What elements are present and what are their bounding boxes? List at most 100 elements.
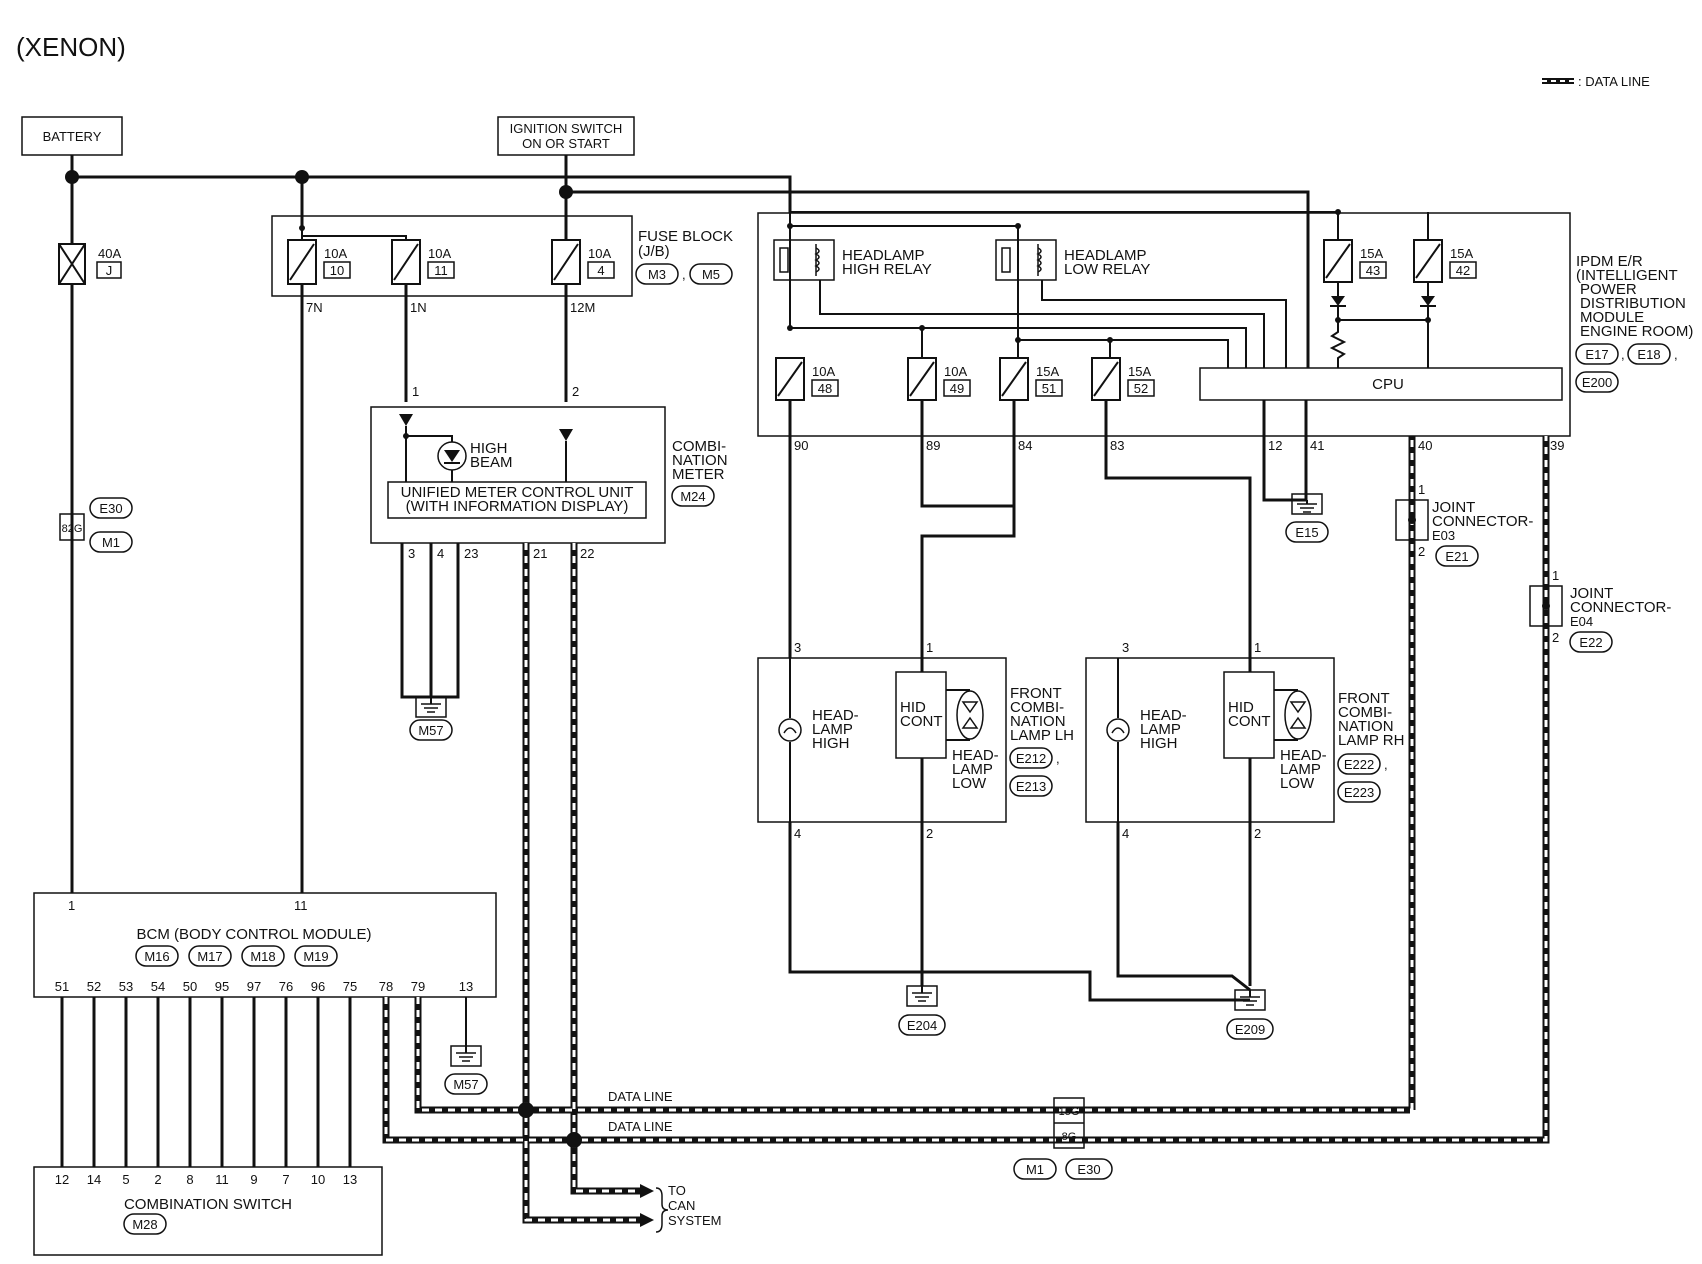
bcm-pin: 78	[379, 979, 393, 994]
ipdm-name-4: DISTRIBUTION	[1580, 295, 1686, 312]
rh-pin-1: 1	[1254, 640, 1261, 655]
lh-pin-1: 1	[926, 640, 933, 655]
connector-m28: M28	[132, 1217, 157, 1232]
lh-name-2: COMBI-	[1010, 699, 1064, 716]
joint-connector-e04-box	[1529, 585, 1563, 627]
ipdm-pin-84: 84	[1018, 438, 1032, 453]
ipdm-pin-39: 39	[1550, 438, 1564, 453]
joint-e03-label-1: JOINT	[1432, 499, 1475, 516]
ground-m57-meter: M57	[418, 723, 443, 738]
connector-e30-tag: E30	[99, 501, 122, 516]
lh-high-label-2: LAMP	[812, 721, 853, 738]
switch-pin: 13	[343, 1172, 357, 1187]
data-line-legend: : DATA LINE	[1578, 74, 1650, 89]
headlamp-low-rh-icon	[1274, 689, 1312, 741]
connector-m5: M5	[702, 267, 720, 282]
bcm-title: BCM (BODY CONTROL MODULE)	[136, 926, 371, 943]
rh-high-label-3: HIGH	[1140, 735, 1178, 752]
cpu-box	[1199, 367, 1563, 401]
fuse-10a-48	[775, 357, 805, 401]
switch-pin: 2	[154, 1172, 161, 1187]
fuse-43-amp: 15A	[1360, 246, 1383, 261]
fuse-10-amp: 10A	[324, 246, 347, 261]
lh-hid-label-1: HID	[900, 699, 926, 716]
fuse-10a-49	[907, 357, 937, 401]
pin-7n: 7N	[306, 300, 323, 315]
to-can-label-2: CAN	[668, 1198, 695, 1213]
lh-name-1: FRONT	[1010, 685, 1062, 702]
switch-pin: 8	[186, 1172, 193, 1187]
bcm-pin: 13	[459, 979, 473, 994]
meter-name-1: COMBI-	[672, 438, 726, 455]
joint-e04-pin-1: 1	[1552, 568, 1559, 583]
high-beam-indicator-icon	[437, 441, 467, 471]
fuse-block-wiring	[299, 225, 568, 893]
to-can-label-3: SYSTEM	[668, 1213, 721, 1228]
headlamp-high-lh-icon	[778, 658, 802, 822]
meter-name-2: NATION	[672, 452, 728, 469]
connector-e21: E21	[1445, 549, 1468, 564]
switch-pin: 10	[311, 1172, 325, 1187]
relay-low-label-1: HEADLAMP	[1064, 247, 1147, 264]
ignition-label-1: IGNITION SWITCH	[510, 121, 623, 136]
joint-e03-label-3: E03	[1432, 528, 1455, 543]
connector-m3: M3	[648, 267, 666, 282]
fuse-52-amp: 15A	[1128, 364, 1151, 379]
main-fuse-40a	[58, 177, 86, 893]
lh-name-4: LAMP LH	[1010, 727, 1074, 744]
connector-e18: E18	[1637, 347, 1660, 362]
unified-meter-unit-box	[387, 481, 647, 519]
joint-connector-e03-box	[1395, 499, 1429, 541]
meter-pin-2: 2	[572, 384, 579, 399]
connector-m1-inline: M1	[1026, 1162, 1044, 1177]
svg-text:,: ,	[1621, 347, 1625, 362]
fuse-52-no: 52	[1134, 381, 1148, 396]
relay-low-label-2: LOW RELAY	[1064, 261, 1150, 278]
to-can-bracket	[655, 1187, 669, 1233]
fuse-15a-42	[1413, 239, 1443, 283]
fuse-block-box	[271, 215, 633, 297]
meter-name-3: METER	[672, 466, 725, 483]
fuse-48-no: 48	[818, 381, 832, 396]
lh-pin-4: 4	[794, 826, 801, 841]
bcm-ground-m57	[450, 997, 482, 1067]
rh-low-label-2: LAMP	[1280, 761, 1321, 778]
fuse-10-no: 10	[330, 263, 344, 278]
joint-e03-pin-2: 2	[1418, 544, 1425, 559]
lh-pin-3: 3	[794, 640, 801, 655]
ground-e204: E204	[907, 1018, 937, 1033]
bcm-pin: 97	[247, 979, 261, 994]
connector-e22: E22	[1579, 635, 1602, 650]
switch-pin: 5	[122, 1172, 129, 1187]
fuse-10a-4	[551, 239, 581, 285]
rh-hid-label-2: CONT	[1228, 713, 1271, 730]
relay-high-label-2: HIGH RELAY	[842, 261, 932, 278]
joint-e03-pin-1: 1	[1418, 482, 1425, 497]
high-beam-label-1: HIGH	[470, 440, 508, 457]
bcm-pin-1: 1	[68, 898, 75, 913]
meter-unit-label-2: (WITH INFORMATION DISPLAY)	[406, 498, 629, 515]
lh-pin-2: 2	[926, 826, 933, 841]
ground-e209: E209	[1235, 1022, 1265, 1037]
ground-e209-icon	[1234, 989, 1266, 1011]
bcm-pin: 52	[87, 979, 101, 994]
svg-text:,: ,	[1056, 751, 1060, 766]
fuse-49-no: 49	[950, 381, 964, 396]
fuse-11-amp: 10A	[428, 246, 451, 261]
connector-e17: E17	[1585, 347, 1608, 362]
lh-low-label-2: LAMP	[952, 761, 993, 778]
connector-e222: E222	[1344, 757, 1374, 772]
joint-e04-label-1: JOINT	[1570, 585, 1613, 602]
bcm-pin: 95	[215, 979, 229, 994]
switch-pin: 14	[87, 1172, 101, 1187]
joint-e03-label-2: CONNECTOR-	[1432, 513, 1533, 530]
can-data-lines	[382, 436, 1550, 1227]
inline-pin-8g: 8G	[1062, 1131, 1077, 1143]
fuse-49-amp: 10A	[944, 364, 967, 379]
lh-low-label-1: HEAD-	[952, 747, 999, 764]
connector-m16: M16	[144, 949, 169, 964]
rh-name-1: FRONT	[1338, 690, 1390, 707]
ipdm-internal-wiring	[787, 209, 1436, 368]
meter-pin-22: 22	[580, 546, 594, 561]
